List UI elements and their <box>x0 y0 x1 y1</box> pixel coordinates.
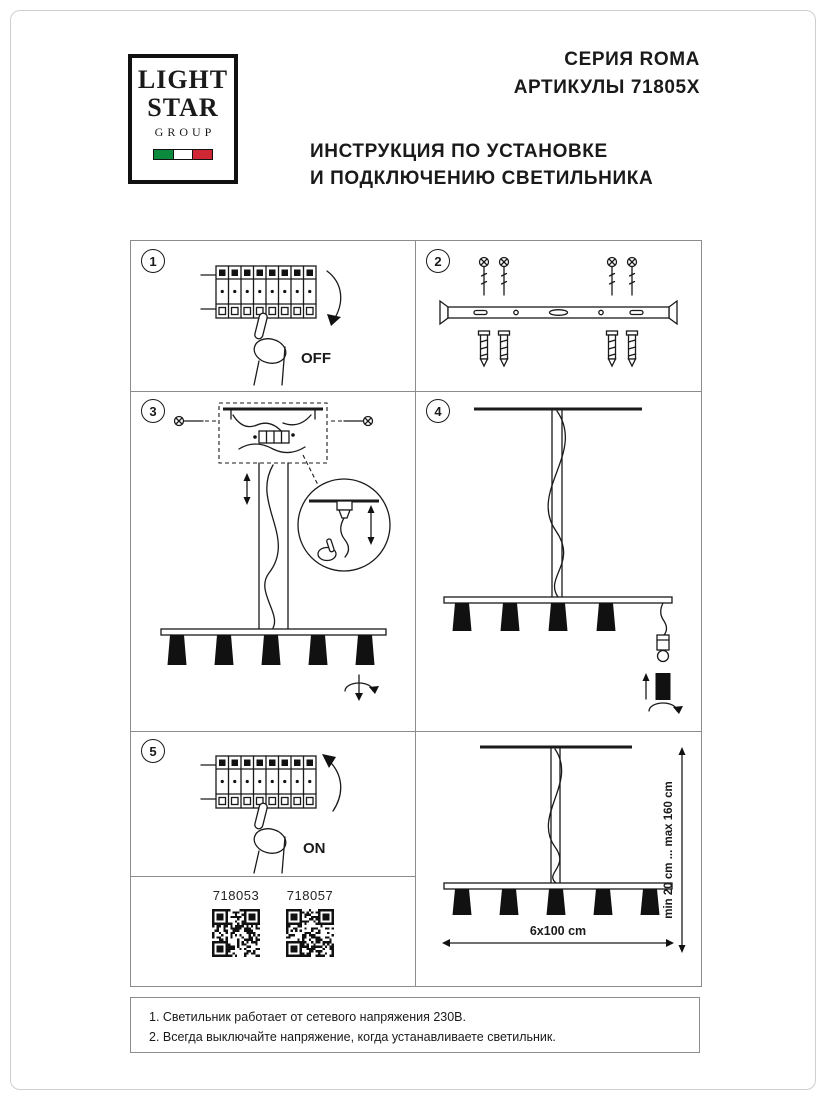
suspension-rod <box>547 408 567 598</box>
logo-word-light: LIGHT <box>137 65 229 94</box>
title-line-1: ИНСТРУКЦИЯ ПО УСТАНОВКЕ <box>310 141 608 162</box>
dimensions-illustration: 6x100 cm min 20 cm ... max 160 cm <box>442 745 686 953</box>
articles-title: АРТИКУЛЫ 71805X <box>513 77 700 98</box>
flag-white-stripe <box>173 149 193 160</box>
fixture-bar <box>443 882 673 915</box>
cable-clamp-detail-circle <box>297 454 391 572</box>
step-number-1: 1 <box>141 249 165 273</box>
hand-icon <box>253 312 287 386</box>
width-dimension-label: 6x100 cm <box>530 924 586 938</box>
suspension-rod <box>547 746 563 884</box>
hand-icon <box>253 802 287 874</box>
lightstar-logo: LIGHT STAR GROUP <box>128 54 238 184</box>
mounting-screws <box>478 256 638 296</box>
qr-left-code: 718053 <box>212 888 260 903</box>
side-screws <box>173 415 374 427</box>
series-block: СЕРИЯ ROMA АРТИКУЛЫ 71805X <box>310 46 700 102</box>
step5-breaker-on-illustration: ON <box>200 754 342 874</box>
flag-green-stripe <box>153 149 173 160</box>
qr-right-code: 718057 <box>286 888 334 903</box>
step3-panel: 3 <box>131 391 416 731</box>
circuit-breaker <box>200 265 317 319</box>
fixture-bar <box>443 596 673 631</box>
step2-bracket-illustration <box>439 256 678 368</box>
qr-panel: 718053 718057 <box>131 876 415 986</box>
step-number-5: 5 <box>141 739 165 763</box>
fixture-bar <box>160 628 387 665</box>
title-line-2: И ПОДКЛЮЧЕНИЮ СВЕТИЛЬНИКА <box>310 168 654 189</box>
step4-hanging-illustration <box>443 407 683 714</box>
qr-left-image <box>212 909 260 957</box>
footer-note-2: 2. Всегда выключайте напряжение, когда у… <box>149 1030 556 1044</box>
mounting-bracket <box>439 299 678 326</box>
page-title: ИНСТРУКЦИЯ ПО УСТАНОВКЕ И ПОДКЛЮЧЕНИЮ СВ… <box>310 138 710 192</box>
grid-vertical-divider <box>415 241 416 986</box>
instruction-grid: 1 <box>130 240 702 987</box>
height-dimension-label: min 20 cm ... max 160 cm <box>663 781 675 918</box>
grid-horizontal-divider-1 <box>131 391 701 392</box>
qr-right-image <box>286 909 334 957</box>
switch-off-arrow <box>326 270 342 326</box>
step2-panel: 2 <box>416 241 701 391</box>
screw-rotate-arrow <box>344 674 379 701</box>
height-dimension: min 20 cm ... max 160 cm <box>663 747 686 953</box>
suspension-rod <box>243 462 289 630</box>
off-label: OFF <box>301 350 331 367</box>
flag-red-stripe <box>193 149 213 160</box>
logo-word-group: GROUP <box>154 125 216 139</box>
qr-left-block: 718053 <box>212 888 260 957</box>
qr-right-block: 718057 <box>286 888 334 957</box>
footer-note-1: 1. Светильник работает от сетевого напря… <box>149 1010 466 1024</box>
on-label: ON <box>303 840 326 857</box>
step5-panel: 5 <box>131 731 416 876</box>
width-dimension: 6x100 cm <box>442 924 674 947</box>
step-number-2: 2 <box>426 249 450 273</box>
circuit-breaker <box>200 755 317 809</box>
series-title: СЕРИЯ ROMA <box>564 49 700 70</box>
logo-word-star: STAR <box>147 93 219 122</box>
grid-horizontal-divider-2 <box>131 731 701 732</box>
step4-panel: 4 <box>416 391 701 731</box>
step-number-4: 4 <box>426 399 450 423</box>
dimensions-panel: 6x100 cm min 20 cm ... max 160 cm <box>416 731 701 986</box>
step1-breaker-off-illustration: OFF <box>200 265 342 386</box>
grid-horizontal-divider-3 <box>131 876 415 877</box>
shade-install-detail <box>642 602 683 714</box>
step-number-3: 3 <box>141 399 165 423</box>
italy-flag-icon <box>132 149 234 160</box>
ceiling-bracket-dashed-box <box>218 402 328 464</box>
step1-panel: 1 <box>131 241 416 391</box>
switch-on-arrow <box>322 754 342 812</box>
footer-notes: 1. Светильник работает от сетевого напря… <box>130 997 700 1053</box>
wall-anchors <box>477 330 639 368</box>
step3-assembly-illustration <box>160 402 391 701</box>
